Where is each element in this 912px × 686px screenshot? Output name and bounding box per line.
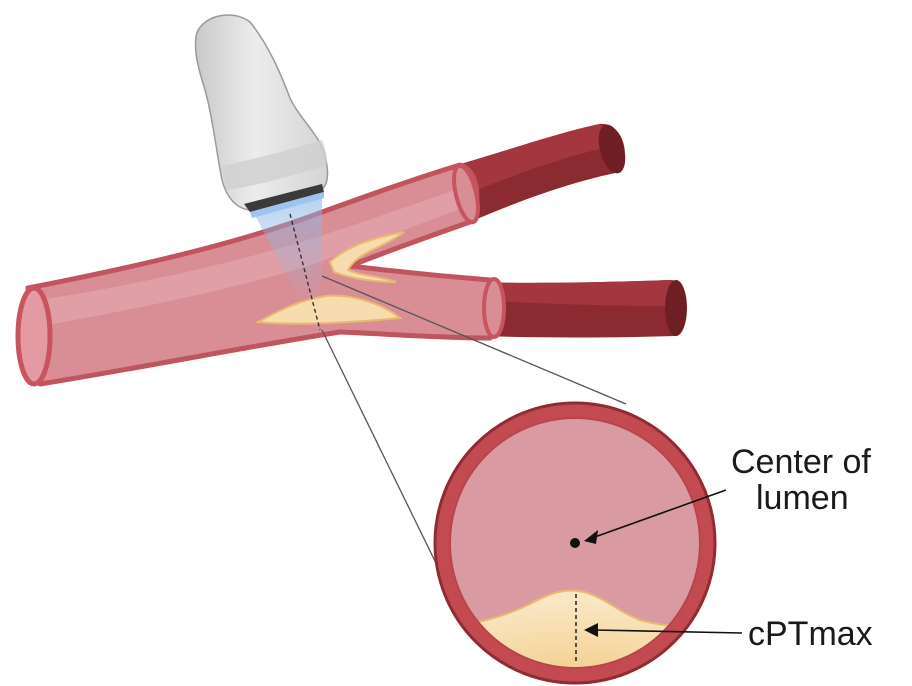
zoom-line-lower — [322, 330, 454, 600]
label-lumen: lumen — [756, 479, 849, 517]
ultrasound-probe — [195, 15, 327, 218]
lumen-center-dot — [570, 538, 580, 548]
label-center-of: Center of — [731, 443, 871, 481]
label-cptmax: cPTmax — [748, 615, 873, 653]
